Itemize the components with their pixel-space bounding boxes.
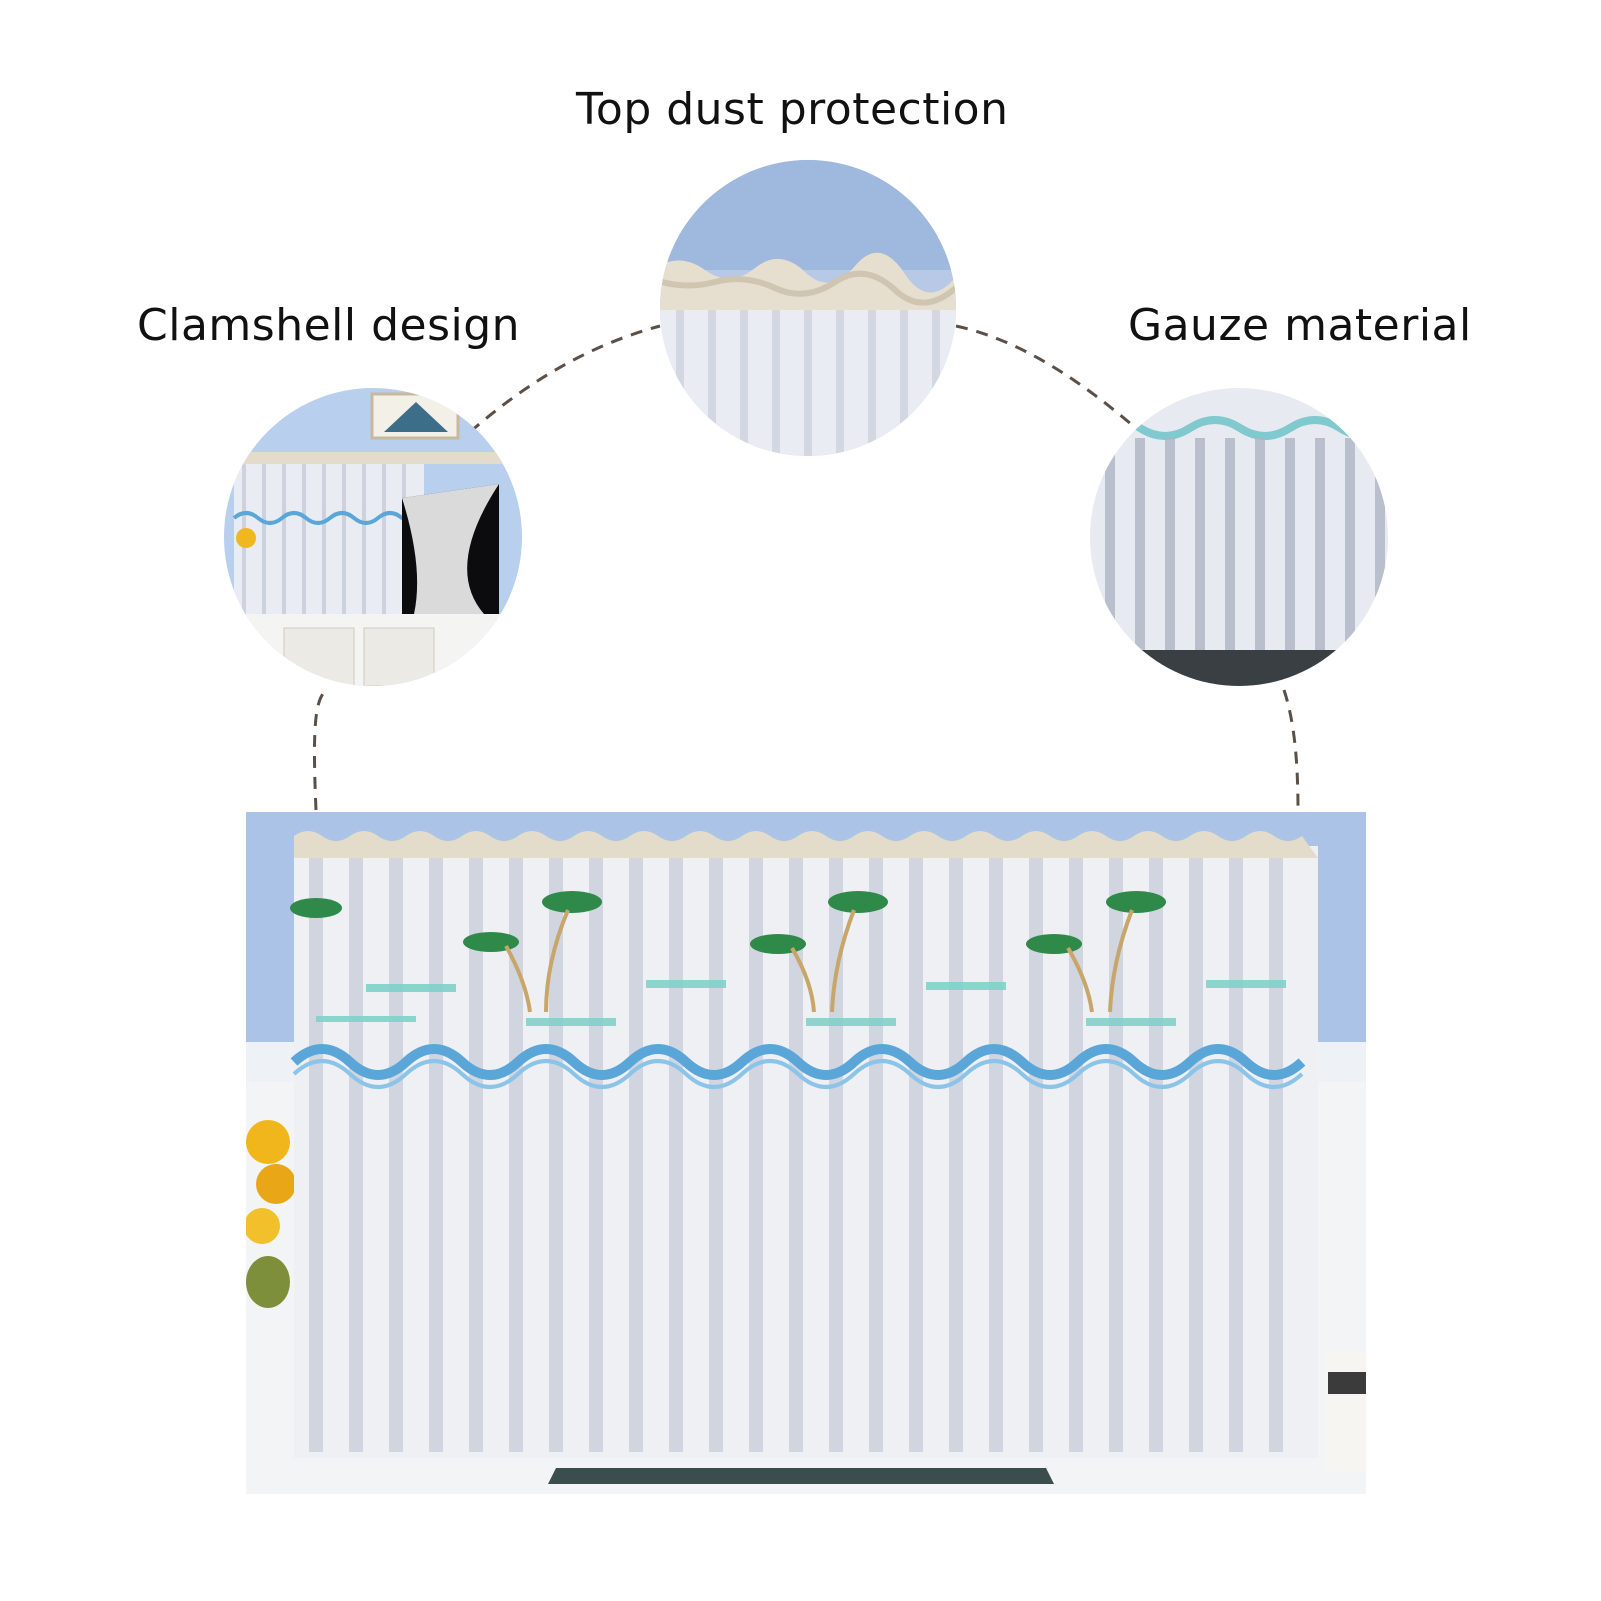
top-dust-protection-photo (660, 160, 956, 456)
clamshell-design-label: Clamshell design (137, 300, 521, 351)
gauze-material-label: Gauze material (1128, 300, 1472, 351)
gauze-material-photo (1090, 388, 1388, 686)
top-dust-protection-label: Top dust protection (576, 84, 1009, 135)
tv-cover-main-photo (246, 812, 1366, 1494)
clamshell-design-photo (224, 388, 522, 686)
